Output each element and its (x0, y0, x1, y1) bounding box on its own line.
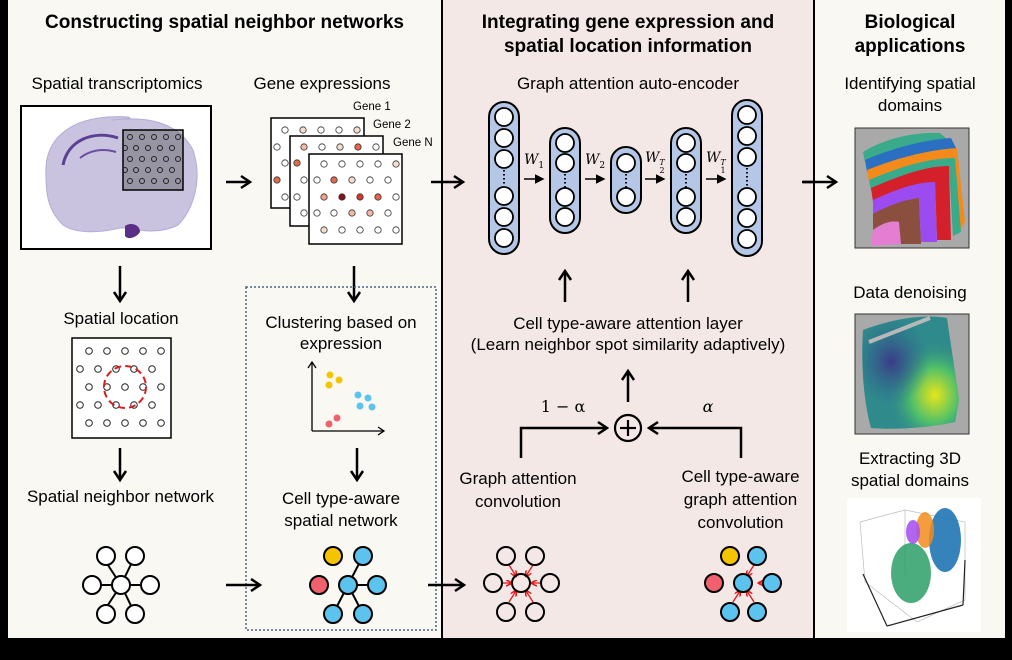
graph-attention-conv-graph (483, 546, 560, 622)
cluster-red (325, 414, 341, 428)
spatial-neighbor-graph (82, 546, 160, 624)
label-extract-3d-line2: spatial domains (850, 471, 970, 490)
label-identifying-domains-line1: Identifying spatial (844, 74, 976, 93)
integrating-graphics (431, 99, 845, 622)
section-title-applications-line2: applications (854, 36, 966, 57)
denoising-image (854, 313, 970, 435)
gene-sheet-n (308, 153, 403, 245)
label-extract-3d-line1: Extracting 3D (858, 449, 962, 468)
spatial-location-grid (71, 337, 172, 439)
gene-label-n: Gene N (393, 137, 433, 149)
section-title-integrating-line2: spatial location information (503, 36, 753, 57)
cluster-blue (354, 391, 376, 411)
cell-type-aware-conv-graph (704, 546, 782, 622)
applications-graphics (802, 127, 981, 632)
arrow-right (441, 577, 467, 593)
label-spatial-neighbor-network: Spatial neighbor network (26, 487, 215, 506)
decoder-layer-hidden (670, 127, 702, 234)
section-title-constructing: Constructing spatial neighbor networks (45, 12, 404, 33)
clustering-dotted-box (245, 286, 437, 631)
encoder-layer-hidden (549, 127, 581, 234)
label-identifying-domains-line2: domains (877, 96, 943, 115)
arrow-right (802, 174, 839, 190)
weight-label-w1: W1 (524, 152, 545, 171)
3d-domains-image (847, 498, 981, 632)
label-clustering-line1: Clustering based on (265, 313, 417, 332)
section-title-integrating-line1: Integrating gene expression and (481, 12, 775, 33)
label-data-denoising: Data denoising (853, 283, 967, 302)
label-cell-type-network-line1: Cell type-aware (281, 489, 401, 508)
label-spatial-transcriptomics: Spatial transcriptomics (31, 74, 203, 93)
constructing-graphics (20, 105, 456, 631)
arrow-right (431, 174, 466, 190)
arrow-up (680, 268, 696, 302)
decoder-layer-output (731, 99, 763, 257)
arrow-down (349, 448, 365, 483)
label-clustering-line2: expression (299, 334, 383, 353)
gene-label-1: Gene 1 (353, 101, 391, 113)
spatial-domains-image (854, 127, 970, 249)
label-autoencoder: Graph attention auto-encoder (516, 74, 740, 93)
label-one-minus-alpha: 1 − α (540, 397, 586, 416)
arrow-right (226, 174, 253, 190)
tissue-spot-grid (122, 134, 181, 184)
label-gene-expressions: Gene expressions (253, 74, 391, 93)
latent-layer (610, 146, 642, 214)
cell-type-aware-graph (309, 546, 387, 624)
arrow-right (226, 577, 263, 593)
cluster-yellow (325, 371, 343, 389)
panel-integrating: Integrating gene expression and spatial … (431, 0, 845, 638)
arrow-down (112, 266, 128, 304)
arrow-down (112, 448, 128, 483)
section-title-applications-line1: Biological (864, 12, 956, 33)
encoder-layer-input (488, 101, 520, 255)
tissue-image (20, 105, 212, 250)
weight-label-w2: W2 (585, 152, 606, 171)
label-ctgat-line1: Cell type-aware (681, 467, 800, 486)
label-spatial-location: Spatial location (63, 309, 179, 328)
label-attention-layer-line1: Cell type-aware attention layer (513, 314, 743, 333)
arrow-up (557, 268, 573, 302)
label-ctgat-line3: convolution (697, 513, 784, 532)
sum-operator-icon (613, 413, 643, 443)
panel-constructing-networks: Constructing spatial neighbor networks S… (8, 0, 456, 638)
arrow-up (620, 368, 636, 402)
branch-arrow-left (519, 420, 610, 458)
label-alpha: α (702, 397, 714, 416)
label-cell-type-network-line2: spatial network (284, 511, 398, 530)
label-gat-line1: Graph attention (459, 469, 577, 488)
label-attention-layer-line2: (Learn neighbor spot similarity adaptive… (470, 335, 786, 354)
label-gat-line2: convolution (474, 492, 561, 511)
branch-arrow-right (646, 420, 743, 458)
neighbor-radius-circle (103, 365, 147, 409)
label-ctgat-line2: graph attention (683, 490, 798, 509)
arrow-down (346, 266, 362, 304)
clustering-scatter-plot (307, 360, 386, 436)
panel-applications: Biological applications Identifying spat… (802, 0, 1005, 638)
gene-label-2: Gene 2 (373, 119, 411, 131)
